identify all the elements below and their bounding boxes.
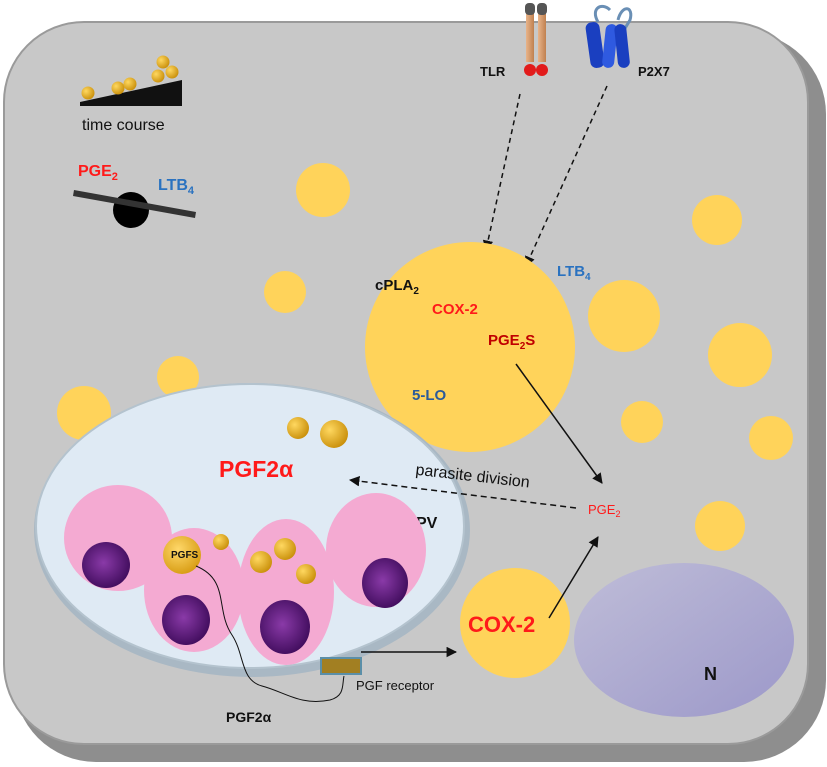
cox2-to-pge2-arrow (548, 536, 599, 619)
pgf2a-pv-label: PGF2α (219, 456, 293, 482)
tlr-receptor-icon (524, 3, 548, 76)
ltb4-text: LTB (557, 263, 585, 280)
pgf2a-bottom-label: PGF2α (226, 709, 272, 725)
cpla2-sub: 2 (413, 286, 419, 297)
pge2-text: PGE (588, 502, 616, 517)
five-lo-label: 5-LO (412, 387, 447, 404)
lipid-droplet (264, 271, 306, 313)
cpla2-label: cPLA2 (375, 277, 419, 297)
parasite-division-arrow (348, 475, 577, 509)
cox2-droplet (460, 568, 570, 678)
balance-scale-icon (73, 190, 196, 228)
central-lipid-body (365, 242, 575, 452)
pv-droplet (320, 420, 348, 448)
lipid-droplets (57, 163, 793, 551)
pgf-receptor-icon (320, 657, 362, 675)
lipid-droplet (708, 323, 772, 387)
lipid-droplet (588, 280, 660, 352)
balance-ltb-label: LTB4 (158, 177, 195, 197)
balance-pge-text: PGE (78, 163, 112, 180)
p2x7-arrow (525, 85, 608, 267)
balance-pge-sub: 2 (112, 171, 118, 183)
pge2-label: PGE2 (588, 502, 620, 519)
parasite-nucleus (260, 600, 310, 654)
cpla2-text: cPLA (375, 277, 414, 294)
host-nucleus (574, 563, 794, 717)
balance-ltb-text: LTB (158, 177, 188, 194)
parasite-droplet (274, 538, 296, 560)
pgf-receptor-label: PGF receptor (356, 678, 435, 693)
pge2s-suffix: S (525, 332, 535, 349)
nucleus-label: N (704, 664, 717, 684)
pge2s-label: PGE2S (488, 332, 535, 352)
parasite-nucleus (362, 558, 408, 608)
pge2s-to-pge2-arrow (515, 363, 603, 484)
p2x7-receptor-icon (585, 5, 633, 68)
lipid-droplet (695, 501, 745, 551)
lipid-droplet (296, 163, 350, 217)
balance-ltb-sub: 4 (188, 185, 195, 197)
lipid-droplet (157, 356, 199, 398)
lipid-droplet (621, 401, 663, 443)
ltb4-label: LTB4 (557, 263, 591, 283)
tlr-label: TLR (480, 64, 506, 79)
parasite-droplet (213, 534, 229, 550)
parasite-nucleus (82, 542, 130, 588)
p2x7-label: P2X7 (638, 64, 670, 79)
cox2-droplet-label: COX-2 (468, 612, 535, 637)
pge2s-text: PGE (488, 332, 520, 349)
time-course-icon (80, 55, 182, 106)
lipid-droplet (692, 195, 742, 245)
pgfs-label: PGFS (171, 550, 199, 561)
lipid-droplet (749, 416, 793, 460)
pge2s-sub: 2 (520, 341, 526, 352)
parasite-droplet (250, 551, 272, 573)
pge2-sub: 2 (615, 509, 620, 519)
parasite-droplet (296, 564, 316, 584)
pv-droplet (287, 417, 309, 439)
pgf2a-transport-path (195, 565, 345, 702)
time-course-label: time course (82, 117, 165, 134)
pgfs-droplet (163, 536, 201, 574)
balance-pge-label: PGE2 (78, 163, 118, 183)
parasite-nucleus (162, 595, 210, 645)
cox2-lipid-label: COX-2 (432, 301, 478, 318)
ltb4-sub: 4 (585, 272, 591, 283)
